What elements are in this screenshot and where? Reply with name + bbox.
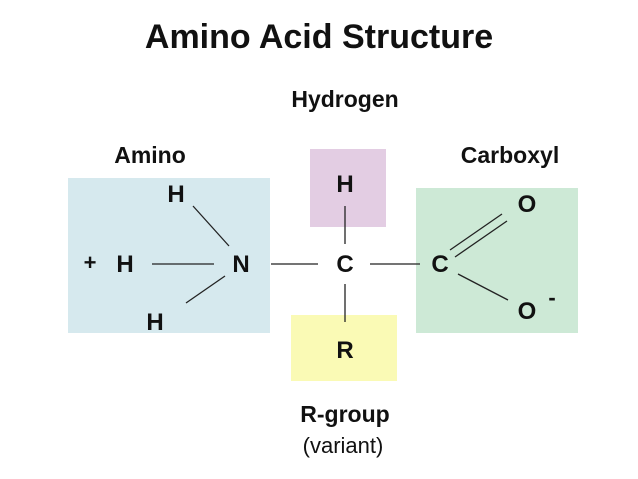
carboxyl-label: Carboxyl <box>461 142 559 168</box>
alpha-hydrogen: H <box>336 171 353 198</box>
hydrogen-label: Hydrogen <box>291 86 398 112</box>
amino-label: Amino <box>114 142 186 168</box>
bond-c-o-double-2 <box>454 220 508 258</box>
amino-group-box <box>68 178 270 333</box>
carboxyl-group-box <box>416 188 578 333</box>
carboxyl-oxygen-bottom: O <box>518 298 537 325</box>
hydrogen-group-box <box>310 149 386 227</box>
amino-nitrogen: N <box>232 251 249 278</box>
bond-h-bottom-n <box>185 275 226 304</box>
carboxyl-carbon: C <box>431 251 448 278</box>
carboxyl-negative-charge: - <box>548 285 555 310</box>
amino-hydrogen-left: H <box>116 251 133 278</box>
amino-hydrogen-top: H <box>167 181 184 208</box>
bond-c-o-single <box>457 273 509 301</box>
amino-positive-charge: + <box>84 250 97 275</box>
r-group-note: (variant) <box>303 433 384 458</box>
r-group-label: R-group <box>300 401 389 427</box>
carboxyl-oxygen-top: O <box>518 191 537 218</box>
r-group-box <box>291 315 397 381</box>
alpha-carbon: C <box>336 251 353 278</box>
r-group-atom: R <box>336 337 353 364</box>
bond-c-o-double-1 <box>449 213 503 251</box>
amino-hydrogen-bottom: H <box>146 309 163 336</box>
diagram-title: Amino Acid Structure <box>145 18 493 56</box>
bond-h-top-n <box>192 205 230 247</box>
